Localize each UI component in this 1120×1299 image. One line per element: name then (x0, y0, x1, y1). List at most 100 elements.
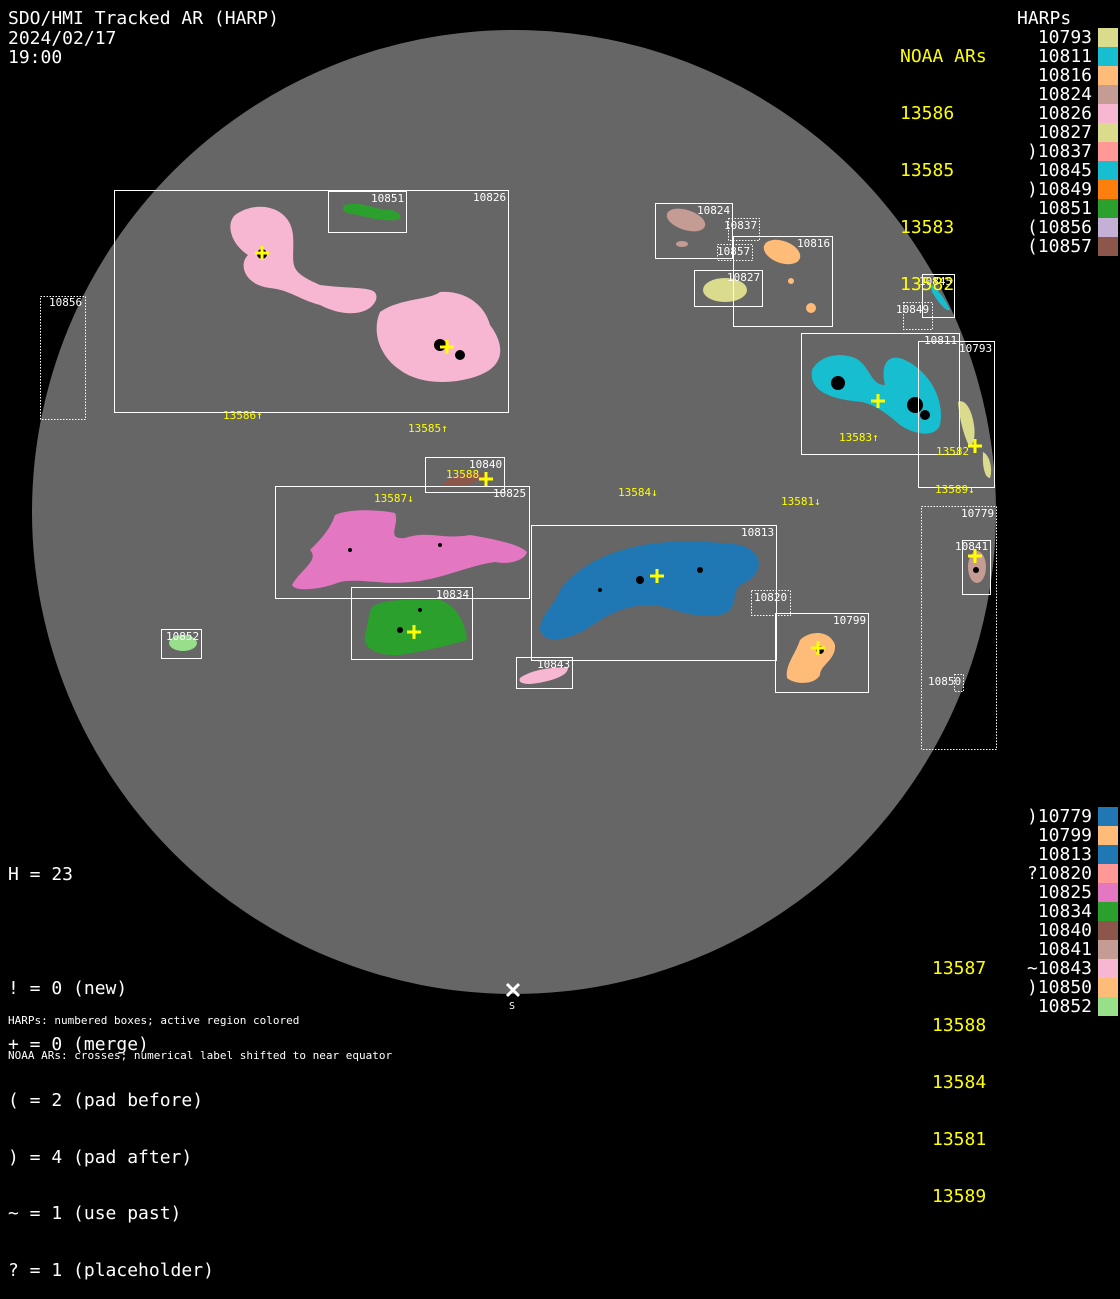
title: SDO/HMI Tracked AR (HARP) (8, 8, 279, 29)
harp-box-10857[interactable] (717, 244, 753, 261)
harp-legend-label: (10857 (1026, 236, 1092, 257)
harp-legend-item: 10824 (1000, 85, 1118, 104)
harp-color-swatch (1098, 123, 1118, 142)
harp-color-swatch (1098, 902, 1118, 921)
harp-legend-item: 10840 (1000, 921, 1118, 940)
harp-box-10826[interactable] (114, 190, 509, 413)
count-line: ? = 1 (placeholder) (8, 1259, 214, 1281)
harp-label: 10816 (797, 237, 830, 250)
harp-label: 10840 (469, 458, 502, 471)
noaa-crosses (255, 246, 982, 655)
harp-legend-label: 10827 (1037, 122, 1092, 143)
harp-legend-item: )10850 (1000, 978, 1118, 997)
harp-color-swatch (1098, 180, 1118, 199)
harp-color-swatch (1098, 978, 1118, 997)
harp-label: 10793 (959, 342, 992, 355)
harp-legend-label: 10840 (1037, 920, 1092, 941)
harp-box-10811[interactable] (801, 333, 960, 455)
footnote: HARPs: numbered boxes; active region col… (8, 1014, 300, 1027)
harp-color-swatch (1098, 864, 1118, 883)
harp-box-10837[interactable] (728, 218, 760, 241)
harp-color-swatch (1098, 85, 1118, 104)
region-10825 (292, 510, 527, 590)
region-10851 (342, 203, 401, 221)
region-10816b (806, 303, 816, 313)
region-10816 (763, 239, 801, 265)
south-pole-x-icon (505, 982, 521, 998)
noaa-legend-item: 13587 (932, 958, 987, 979)
harp-box-10825[interactable] (275, 486, 530, 599)
harp-legend-label: (10856 (1026, 217, 1092, 238)
harp-box-10779[interactable] (921, 506, 997, 750)
harp-legend-label: ~10843 (1026, 958, 1092, 979)
harp-box-10827[interactable] (694, 270, 763, 307)
harp-box-10849[interactable] (903, 302, 933, 330)
harp-label: 10779 (961, 507, 994, 520)
harp-legend-label: 10825 (1037, 882, 1092, 903)
count-line: ( = 2 (pad before) (8, 1090, 204, 1112)
region-10816c (788, 278, 794, 284)
harps-legend-title: HARPs (1017, 8, 1072, 29)
harp-label: 10799 (833, 614, 866, 627)
noaa-cross (255, 246, 269, 260)
harp-box-10856[interactable] (40, 296, 86, 420)
region-10811 (811, 355, 941, 434)
harp-legend-item: )10779 (1000, 807, 1118, 826)
harp-legend-item: ?10820 (1000, 864, 1118, 883)
harp-box-10845[interactable] (922, 274, 955, 318)
harp-color-swatch (1098, 940, 1118, 959)
harp-legend-label: 10813 (1037, 844, 1092, 865)
harp-box-10851[interactable] (328, 191, 407, 233)
harp-legend-label: )10779 (1026, 806, 1092, 827)
noaa-legend-top: NOAA ARs 13586 13585 13583 13582 (900, 9, 987, 313)
harp-legend-item: (10856 (1000, 218, 1118, 237)
region-10845 (930, 283, 950, 311)
noaa-cross (811, 641, 825, 655)
harp-box-10799[interactable] (775, 613, 869, 693)
harp-legend-item: 10841 (1000, 940, 1118, 959)
harp-legend-label: 10824 (1037, 84, 1092, 105)
harp-label: 10811 (924, 334, 957, 347)
harp-label: 10852 (166, 630, 199, 643)
harp-legend-label: 10841 (1037, 939, 1092, 960)
harp-box-10841[interactable] (962, 540, 991, 595)
harp-legend-label: 10811 (1037, 46, 1092, 67)
harp-box-10852[interactable] (161, 629, 202, 659)
harp-box-10843[interactable] (516, 657, 573, 689)
harp-box-10840[interactable] (425, 457, 505, 493)
harp-label: 10827 (727, 271, 760, 284)
noaa-label: 13586↑ (223, 409, 263, 422)
harp-box-10813[interactable] (531, 525, 777, 661)
harp-box-10820[interactable] (751, 590, 791, 616)
harp-legend-label: )10849 (1026, 179, 1092, 200)
harp-legend-item: 10826 (1000, 104, 1118, 123)
harp-legend-label: 10845 (1037, 160, 1092, 181)
harp-label: 10841 (955, 540, 988, 553)
noaa-label: 13583↑ (839, 431, 879, 444)
noaa-cross (479, 472, 493, 486)
noaa-label: 13587↓ (374, 492, 414, 505)
harp-box-10850[interactable] (954, 674, 964, 692)
harp-label: 10825 (493, 487, 526, 500)
harp-legend-item: 10845 (1000, 161, 1118, 180)
region-10852 (169, 635, 197, 651)
harp-color-swatch (1098, 104, 1118, 123)
harp-color-swatch (1098, 199, 1118, 218)
noaa-cross (407, 625, 421, 639)
harp-label: 10826 (473, 191, 506, 204)
harp-box-10824[interactable] (655, 203, 733, 259)
region-10841 (968, 551, 986, 583)
harp-box-10816[interactable] (733, 236, 833, 327)
harp-color-swatch (1098, 161, 1118, 180)
harp-box-10834[interactable] (351, 587, 473, 660)
harp-legend-item: 10851 (1000, 199, 1118, 218)
harp-color-swatch (1098, 959, 1118, 978)
harp-box-10793[interactable] (918, 341, 995, 488)
date: 2024/02/17 (8, 27, 117, 49)
noaa-label: 13589↓ (935, 483, 975, 496)
region-10799 (786, 633, 836, 683)
harp-boxes: 10826 10851 10856 10824 10837 10857 1081… (40, 190, 997, 750)
region-10827 (703, 278, 747, 302)
